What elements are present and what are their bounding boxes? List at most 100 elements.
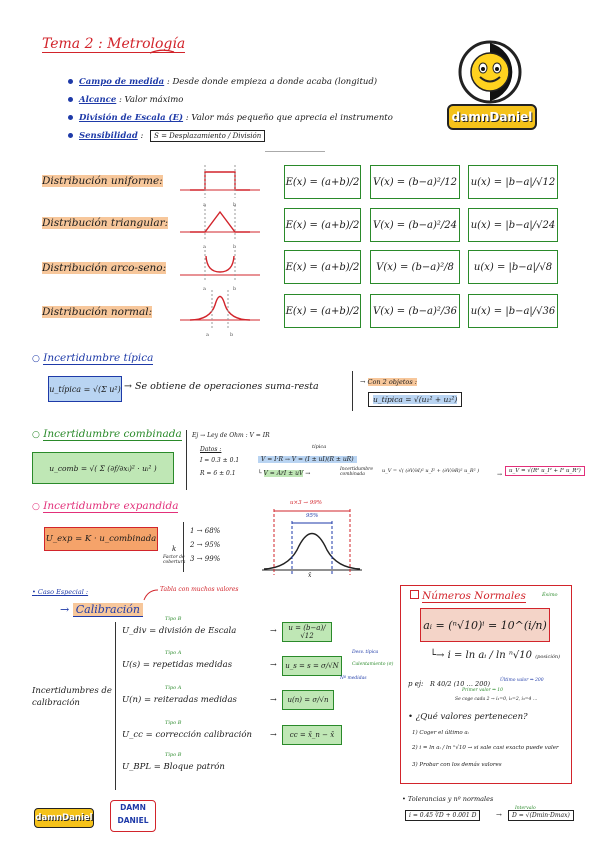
dist-name: Distribución normal:	[42, 306, 153, 318]
bullet-icon	[68, 79, 73, 84]
divider	[265, 151, 325, 152]
dist-name: Distribución uniforme:	[42, 175, 163, 187]
normales-step-3: 3) Probar con los demás valores	[412, 762, 502, 768]
variance-formula-box: V(x) = (b−a)²/24	[370, 208, 460, 242]
definition-item: División de Escala (E) : Valor más peque…	[68, 112, 438, 124]
tipica-two-objects-formula: u_típica = √(u₁² + u₂²)	[368, 392, 463, 407]
uniform-plot-icon	[180, 165, 260, 198]
tolerancias-formula-2: D = √(Dmin·Dmax)	[508, 810, 574, 821]
ohm-example-title: Ej → Ley de Ohm : V = IR	[192, 432, 270, 439]
heading-text: Números Normales	[422, 590, 526, 603]
calib-row-div: U_div = división de Escala	[122, 626, 237, 636]
k-row: 1 → 68%	[190, 527, 221, 535]
divider	[186, 430, 187, 490]
calibracion-label: → Calibración	[60, 603, 143, 617]
bullet-icon: ○	[32, 502, 40, 512]
arrow-icon: →	[497, 471, 503, 478]
calib-row-bloque: U_BPL = Bloque patrón	[122, 762, 225, 772]
datos-resistance: R = 6 ± 0.1	[200, 470, 236, 477]
pej-note-step: Se coge cada 2 → i₁=0, i₂=2, i₃=4 …	[455, 697, 538, 702]
definition-term: División de Escala (E)	[79, 113, 184, 123]
definition-term: Sensibilidad	[79, 131, 138, 141]
normal-plot-icon	[180, 290, 260, 328]
pej-expr: R 40/2 (10 … 200)	[430, 680, 491, 688]
normales-step-1: 1) Coger el último aᵢ	[412, 730, 469, 736]
k-sublabel: Factor de cobertura	[163, 555, 186, 565]
tipo-label: Tipo A	[165, 650, 182, 656]
calib-box: u = (b−a)/√12	[282, 622, 332, 642]
variance-formula-box: V(x) = (b−a)²/36	[370, 294, 460, 328]
esimo-note: Ésimo	[542, 592, 558, 598]
axis-label-a: a	[203, 202, 206, 208]
mean-formula-box: E(x) = (a+b)/2	[284, 294, 361, 328]
normales-position-formula: └→ i = ln aᵢ / ln ⁿ√10 (posición)	[430, 650, 561, 661]
note-calentamiento: Calentamiento (σ)	[352, 662, 394, 667]
section-title: Incertidumbre expandida	[43, 500, 179, 513]
uncertainty-formula-box: u(x) = |b−a|/√36	[468, 294, 558, 328]
k-table: 1 → 68% 2 → 95% 3 → 99%	[190, 524, 220, 566]
tipica-formula-box: u_típica = √(Σ u²)	[48, 376, 122, 402]
ohm-result-step: └ V = ArI ± uV →	[258, 470, 311, 477]
triangular-plot-icon	[180, 205, 260, 240]
smiley-face-icon	[458, 40, 522, 104]
calib-box: u(n) = σ/√n	[282, 690, 334, 710]
bullet-icon	[68, 97, 73, 102]
tipica-description: → Se obtiene de operaciones suma-resta	[124, 381, 319, 392]
curved-arrow-icon	[143, 589, 159, 601]
tipo-label: Tipo B	[165, 616, 182, 622]
variance-formula-box: V(x) = (b−a)²/12	[370, 165, 460, 199]
tipo-label: Tipo A	[165, 685, 182, 691]
note-num-medidas: Nº medidas	[340, 676, 367, 681]
square-bullet-icon	[410, 590, 419, 599]
arrow-icon: →	[270, 730, 277, 739]
tolerancias-note: Intervalo	[515, 806, 536, 811]
bullet-icon	[68, 115, 73, 120]
section-tipica-heading: ○ Incertidumbre típica	[32, 352, 154, 365]
definitions-list: Campo de medida : Desde donde empieza a …	[68, 76, 438, 142]
page-title: Tema 2 : Metrología	[42, 36, 186, 53]
dist-name: Distribución arco-seno:	[42, 262, 167, 274]
calib-row-correccion: U_cc = corrección calibración	[122, 730, 252, 740]
distribution-sketches: a b a b a b a b	[180, 165, 260, 338]
sensitivity-formula-box: S = Desplazamiento / División	[150, 130, 266, 142]
arcsine-plot-icon	[180, 250, 260, 282]
datos-label: Datos :	[200, 446, 222, 453]
pej-note-first: Primer valor ⇒ 10	[462, 688, 504, 693]
datos-current: I = 0.3 ± 0.1	[200, 457, 240, 464]
normales-heading: Números Normales	[410, 590, 526, 603]
dist-label-arcsine: Distribución arco-seno:	[42, 262, 167, 274]
ohm-partial-formula: u_V = √( (∂V/∂I)² u_I² + (∂V/∂R)² u_R² )	[382, 468, 480, 474]
heading-text: Caso Especial :	[37, 588, 89, 596]
coverage-95-label: 95%	[306, 513, 319, 519]
axis-label-a: a	[203, 286, 206, 292]
combinada-formula-box: u_comb = √( Σ (∂f/∂xᵢ)² · uᵢ² )	[32, 452, 174, 484]
mean-formula-box: E(x) = (a+b)/2	[284, 208, 361, 242]
dist-label-triangular: Distribución triangular:	[42, 217, 169, 229]
uncertainty-formula-box: u(x) = |b−a|/√12	[468, 165, 558, 199]
gaussian-coverage-plot	[262, 509, 362, 575]
numeros-normales-panel	[400, 585, 572, 784]
calib-row-reiteradas: U(n) = reiteradas medidas	[122, 695, 237, 705]
definition-term: Campo de medida	[79, 77, 165, 87]
k-row: 3 → 99%	[190, 555, 221, 563]
result-text: V = ArI ± uV	[263, 470, 304, 477]
damn-daniel-logo: damnDaniel	[445, 40, 537, 130]
section-title: Incertidumbre típica	[43, 352, 154, 365]
section-expandida-heading: ○ Incertidumbre expandida	[32, 500, 179, 513]
uncertainty-formula-box: u(x) = |b−a|/√24	[468, 208, 558, 242]
tipo-label: Tipo B	[165, 720, 182, 726]
calib-note: Tabla con muchos valores	[160, 586, 239, 593]
tolerancias-heading: • Tolerancias y nº normales	[402, 795, 494, 803]
variance-formula-box: V(x) = (b−a)²/8	[370, 250, 460, 284]
incert-comb-note: Incertidumbre combinada	[340, 467, 373, 477]
expandida-formula-box: U_exp = K · u_combinada	[44, 527, 158, 551]
normales-step-2: 2) i = ln aᵢ / ln ⁿ√10 → si sale casi ex…	[412, 745, 559, 751]
footer-logo-right: DAMN DANIEL	[110, 800, 156, 832]
definition-item: Sensibilidad : S = Desplazamiento / Divi…	[68, 130, 438, 142]
section-title: Incertidumbre combinada	[43, 428, 182, 441]
label-text: Con 2 objetos :	[367, 378, 417, 386]
underline-flourish-icon	[149, 49, 175, 54]
arrow-icon: →	[270, 626, 277, 635]
calib-side-label: Incertidumbres de calibración	[32, 686, 112, 708]
dist-label-uniform: Distribución uniforme:	[42, 175, 163, 187]
